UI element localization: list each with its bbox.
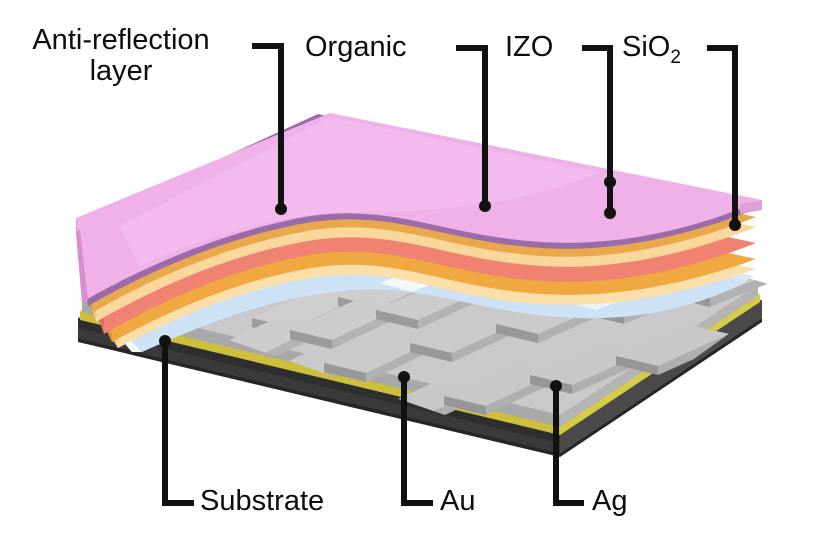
label-au: Au — [440, 485, 476, 517]
label-anti-reflection-line2: layer — [89, 55, 153, 88]
leader-anti-reflection — [252, 43, 287, 215]
label-sio2-subscript: 2 — [670, 46, 681, 68]
leader-sio2 — [707, 45, 741, 231]
label-izo: IZO — [505, 31, 554, 63]
label-substrate: Substrate — [200, 485, 325, 517]
layer-anti-reflection — [76, 113, 762, 302]
leader-lines — [159, 43, 741, 506]
leader-substrate — [159, 335, 194, 506]
label-anti-reflection-line1: Anti-reflection — [32, 24, 210, 56]
label-anti-reflection-layer: Anti-reflection layer — [0, 24, 246, 88]
leader-au — [398, 371, 433, 506]
label-organic: Organic — [305, 31, 407, 63]
leader-organic — [456, 45, 491, 212]
label-sio2: SiO2 — [622, 31, 681, 68]
leader-izo — [582, 45, 616, 219]
leader-ag — [550, 380, 584, 506]
label-ag: Ag — [592, 485, 628, 517]
